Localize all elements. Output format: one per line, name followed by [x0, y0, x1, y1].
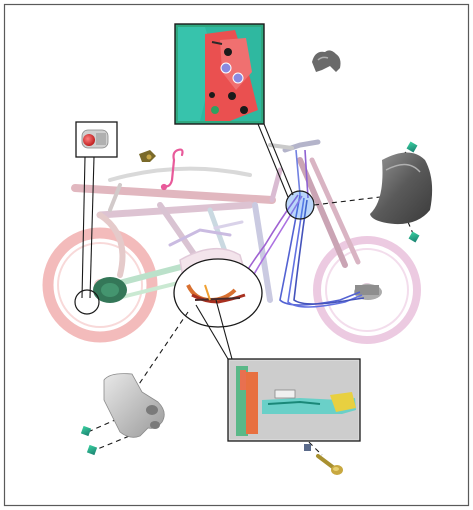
- callout-lines: [81, 123, 294, 360]
- screw-icon: [406, 141, 420, 243]
- callout-circle-rear-connector: [74, 289, 100, 315]
- clip-icon: [312, 50, 341, 72]
- bolt-icon: [304, 444, 343, 475]
- callout-ellipse-harness: [173, 258, 263, 328]
- inset-connector-pcb: [174, 23, 265, 125]
- hook-icon: [160, 148, 184, 191]
- inset-bracket-assembly: [227, 358, 361, 442]
- bracket-icon: [103, 373, 165, 438]
- bolt-icon: [139, 150, 156, 162]
- cover-icon: [370, 152, 433, 225]
- inset-red-connector: [75, 121, 118, 158]
- callout-circle-harness-junction: [285, 190, 315, 220]
- screw-icon: [80, 425, 98, 456]
